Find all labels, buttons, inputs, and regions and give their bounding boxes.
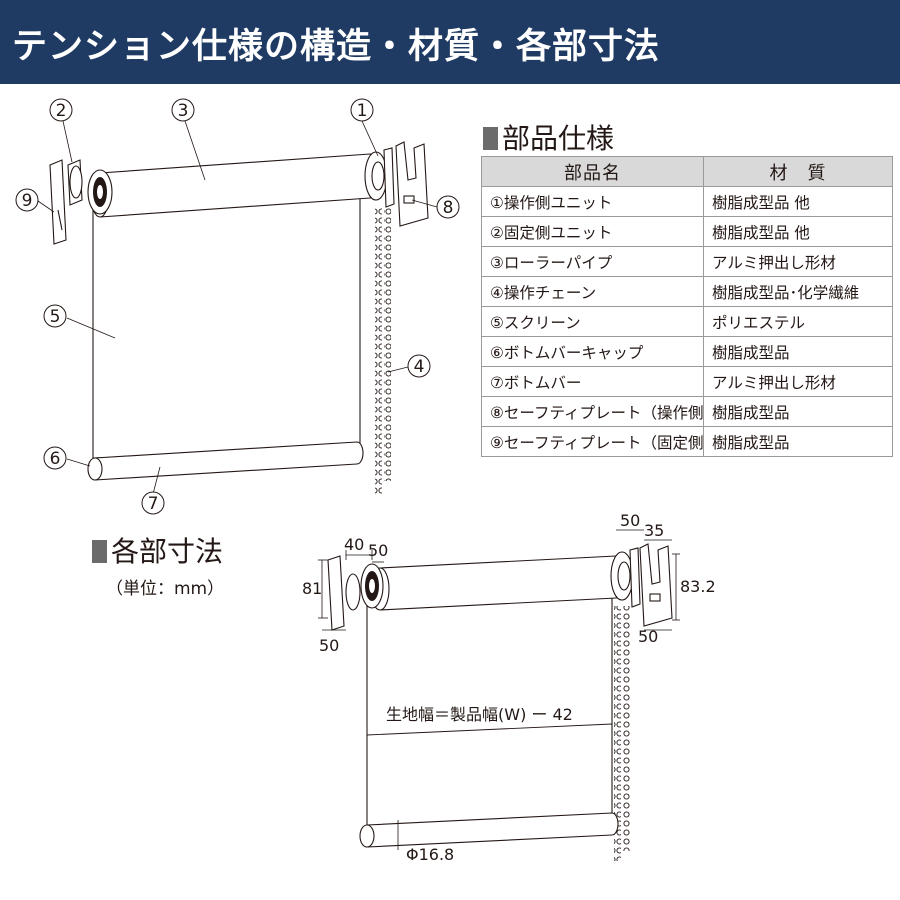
section-marker <box>483 127 498 150</box>
dims-operation-side-unit <box>610 547 641 608</box>
part-material: 樹脂成型品 <box>703 426 893 457</box>
dims-fixed-side-gear <box>360 563 384 609</box>
dim-label-83-2: 83.2 <box>680 577 716 596</box>
part-name: ⑦ボトムバー <box>481 366 704 397</box>
callout-5-label: 5 <box>50 307 61 327</box>
table-row: ①操作側ユニット樹脂成型品 他 <box>481 186 893 217</box>
callout-2: 2 <box>49 98 73 122</box>
dim-label-50-top-right: 50 <box>620 511 640 530</box>
table-row: ⑨セーフティプレート（固定側）樹脂成型品 <box>481 426 893 457</box>
callout-7: 7 <box>141 491 165 515</box>
fixed-side-safety-plate <box>49 159 67 245</box>
unit-note: （単位：mm） <box>106 579 225 599</box>
section-marker <box>92 540 107 563</box>
part-name: ⑥ボトムバーキャップ <box>481 336 704 367</box>
dims-operation-chain <box>614 606 621 861</box>
dim-label-50-bottom-right: 50 <box>638 627 658 646</box>
part-material: 樹脂成型品 他 <box>703 186 893 217</box>
callout-3-label: 3 <box>178 101 189 121</box>
column-header-part-name: 部品名 <box>481 156 704 187</box>
callout-8-label: 8 <box>443 198 454 218</box>
callout-5: 5 <box>43 304 67 328</box>
table-row: ④操作チェーン樹脂成型品･化学繊維 <box>481 276 893 307</box>
bottom-bar <box>87 441 364 481</box>
callouts: 1 2 3 4 5 6 7 8 9 <box>15 98 460 515</box>
dim-label-50-bottom-left: 50 <box>319 636 339 655</box>
callout-2-label: 2 <box>56 101 67 121</box>
dim-label-35: 35 <box>644 521 664 540</box>
table-row: ②固定側ユニット樹脂成型品 他 <box>481 216 893 247</box>
table-header-row: 部品名 材 質 <box>481 156 893 187</box>
operation-side-safety-plate <box>395 141 429 227</box>
dimensions-section-title: 各部寸法 <box>92 530 223 570</box>
part-material: 樹脂成型品･化学繊維 <box>703 276 893 307</box>
callout-6: 6 <box>43 446 67 470</box>
screen <box>92 194 361 459</box>
dims-operation-side-plate <box>639 543 673 627</box>
bar-diameter-label: Φ16.8 <box>406 845 454 864</box>
column-header-material: 材 質 <box>703 156 893 187</box>
dimension-lines <box>318 529 680 850</box>
part-name: ③ローラーパイプ <box>481 246 704 277</box>
operation-side-unit <box>364 147 395 208</box>
callout-3: 3 <box>171 98 195 122</box>
dim-label-50-top-left: 50 <box>368 541 388 560</box>
callout-1-label: 1 <box>357 101 368 121</box>
part-name: ④操作チェーン <box>481 276 704 307</box>
part-name: ⑤スクリーン <box>481 306 704 337</box>
callout-8: 8 <box>436 195 460 219</box>
parts-section-title-text: 部品仕様 <box>502 122 615 155</box>
callout-1: 1 <box>350 98 374 122</box>
screen-width-label: 生地幅＝製品幅(W) ー 42 <box>386 705 573 724</box>
leader-lines <box>37 120 438 495</box>
parts-section-title: 部品仕様 <box>483 117 614 157</box>
page-title: テンション仕様の構造・材質・各部寸法 <box>12 27 661 67</box>
table-row: ③ローラーパイプアルミ押出し形材 <box>481 246 893 277</box>
dimension-labels: 40 50 81 50 50 35 83.2 50 生地幅＝製品幅(W) ー 4… <box>302 511 716 864</box>
operation-chain <box>375 206 382 494</box>
structure-diagram <box>37 120 438 495</box>
dim-label-40: 40 <box>344 535 364 554</box>
dim-label-81: 81 <box>302 579 322 598</box>
dimensions-diagram <box>318 529 680 861</box>
dims-fixed-side-plate <box>327 555 345 631</box>
callout-4: 4 <box>407 354 431 378</box>
callout-6-label: 6 <box>50 449 61 469</box>
callout-9: 9 <box>15 188 39 212</box>
part-name: ⑨セーフティプレート（固定側） <box>481 426 704 457</box>
header-banner: テンション仕様の構造・材質・各部寸法 <box>0 0 900 84</box>
part-name: ②固定側ユニット <box>481 216 704 247</box>
dims-bottom-bar <box>359 812 619 848</box>
callout-4-label: 4 <box>414 357 425 377</box>
part-name: ①操作側ユニット <box>481 186 704 217</box>
table-row: ⑥ボトムバーキャップ樹脂成型品 <box>481 336 893 367</box>
fixed-side-gear <box>87 169 113 215</box>
table-row: ⑦ボトムバーアルミ押出し形材 <box>481 366 893 397</box>
part-material: アルミ押出し形材 <box>703 366 893 397</box>
parts-spec-table: 部品名 材 質 ①操作側ユニット樹脂成型品 他 ②固定側ユニット樹脂成型品 他 … <box>481 156 893 457</box>
callout-7-label: 7 <box>148 494 159 514</box>
callout-9-label: 9 <box>22 191 33 211</box>
dimensions-section-title-text: 各部寸法 <box>111 535 224 568</box>
